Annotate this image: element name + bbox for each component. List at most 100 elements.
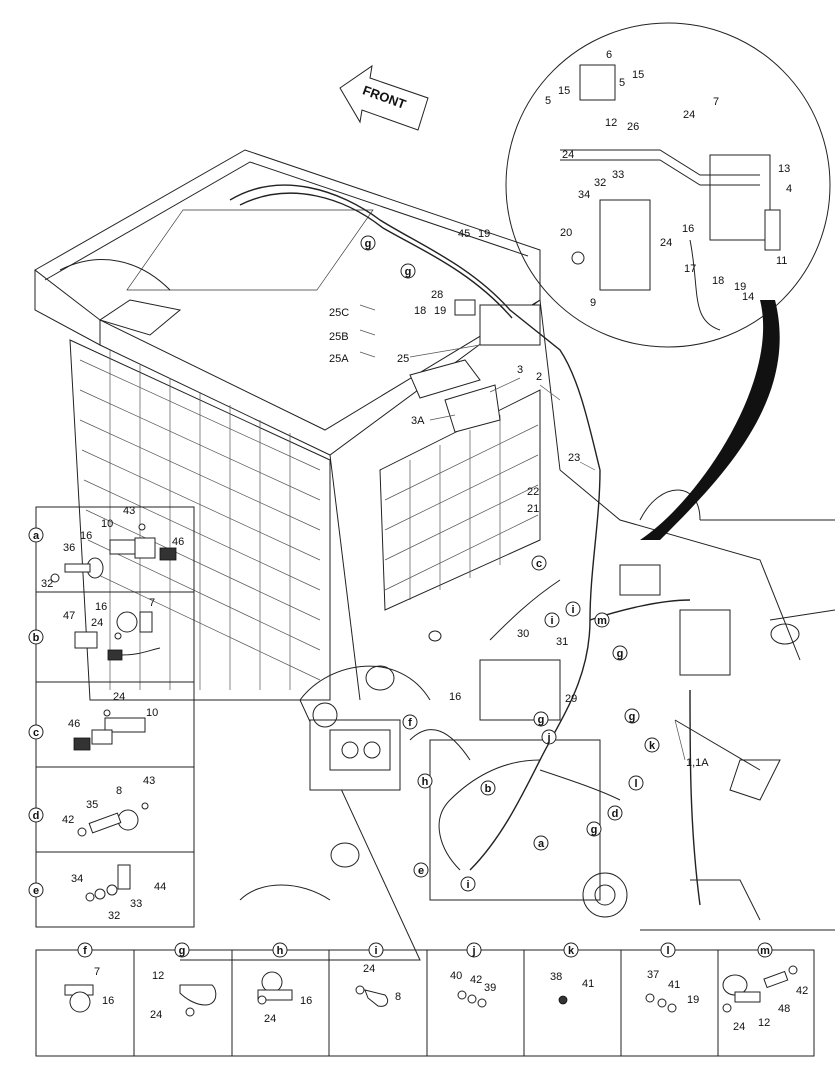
ref-i2: i <box>571 604 574 616</box>
callout-c2: 2 <box>536 371 542 383</box>
callout-c12a: 12 <box>605 117 617 129</box>
panel-g-label-0: 12 <box>152 970 164 982</box>
letter-reference-circles: g g c i i m g f g j g k h b l d a g e i <box>360 235 660 892</box>
panel-i-label-1: 8 <box>395 991 401 1003</box>
callout-c25A: 25A <box>329 353 349 365</box>
panel-h-letter: h <box>277 945 284 957</box>
panel-e-label-1: 44 <box>154 881 166 893</box>
callout-c19c: 19 <box>434 305 446 317</box>
panel-l-label-1: 41 <box>668 979 680 991</box>
panel-j-letter: j <box>471 945 475 957</box>
callout-c28: 28 <box>431 289 443 301</box>
panel-b-label-0: 16 <box>95 601 107 613</box>
panel-d-label-1: 43 <box>143 775 155 787</box>
ref-e: e <box>418 865 424 877</box>
callout-c21: 21 <box>527 503 539 515</box>
panel-f-label-0: 7 <box>94 966 100 978</box>
callout-labels: 6 5 15 5 15 12 26 24 7 24 33 32 34 13 4 … <box>329 49 792 769</box>
panel-e-label-2: 33 <box>130 898 142 910</box>
callout-c33: 33 <box>612 169 624 181</box>
panel-i-label-0: 24 <box>363 963 375 975</box>
ref-g5: g <box>538 714 545 726</box>
callout-c45: 45 <box>458 228 470 240</box>
panel-j-label-0: 40 <box>450 970 462 982</box>
front-arrow: FRONT <box>339 64 429 131</box>
panel-k-label-0: 38 <box>550 971 562 983</box>
panel-j-label-1: 42 <box>470 974 482 986</box>
panel-c-label-1: 46 <box>68 718 80 730</box>
detail-panel-e: e 34 44 33 32 <box>28 864 166 922</box>
ref-f: f <box>408 717 412 729</box>
panel-d-label-2: 35 <box>86 799 98 811</box>
detail-panel-g: g 12 24 <box>150 942 217 1021</box>
callout-c14: 14 <box>742 291 754 303</box>
panel-m-label-3: 48 <box>778 1003 790 1015</box>
panel-a-label-3: 36 <box>63 542 75 554</box>
callout-c24a: 24 <box>683 109 695 121</box>
panel-d-label-0: 8 <box>116 785 122 797</box>
ref-m: m <box>597 615 607 627</box>
detail-panel-b: b 16 7 47 24 <box>28 597 161 661</box>
panel-e-label-0: 34 <box>71 873 83 885</box>
callout-c1: 1,1A <box>686 757 709 769</box>
callout-c16a: 16 <box>682 223 694 235</box>
panel-j-label-2: 39 <box>484 982 496 994</box>
panel-h-label-0: 16 <box>300 995 312 1007</box>
callout-c13: 13 <box>778 163 790 175</box>
panel-d-label-3: 42 <box>62 814 74 826</box>
panel-a-label-5: 32 <box>41 578 53 590</box>
panel-f-label-1: 16 <box>102 995 114 1007</box>
callout-c15a: 15 <box>558 85 570 97</box>
ref-i1: i <box>550 615 553 627</box>
ref-d: d <box>612 808 619 820</box>
callout-c23: 23 <box>568 452 580 464</box>
detail-panel-i: i 24 8 <box>355 942 401 1007</box>
ref-g4: g <box>629 711 636 723</box>
ref-a: a <box>538 838 545 850</box>
panel-g-letter: g <box>179 945 186 957</box>
panel-c-label-2: 10 <box>146 707 158 719</box>
detail-panel-c: c 24 46 10 <box>28 691 158 751</box>
ref-k: k <box>649 740 656 752</box>
side-grille <box>69 339 331 701</box>
detail-panel-d: d 8 43 35 42 <box>28 775 155 837</box>
roof-grille <box>126 209 374 291</box>
detail-panel-f: f 7 16 <box>64 942 114 1013</box>
ref-j: j <box>546 732 550 744</box>
callout-c4: 4 <box>786 183 792 195</box>
callout-c15b: 15 <box>632 69 644 81</box>
callout-c6: 6 <box>606 49 612 61</box>
ref-i3: i <box>466 879 469 891</box>
callout-c20: 20 <box>560 227 572 239</box>
panel-i-letter: i <box>374 945 377 957</box>
callout-c29: 29 <box>565 693 577 705</box>
detail-panel-j: j 40 42 39 <box>450 942 496 1008</box>
panel-b-label-2: 47 <box>63 610 75 622</box>
ref-g3: g <box>617 648 624 660</box>
panel-l-letter: l <box>666 945 669 957</box>
panel-c-label-0: 24 <box>113 691 125 703</box>
detail-panel-m: m 42 24 12 48 <box>722 942 808 1033</box>
ref-l: l <box>634 778 637 790</box>
fuse-detail-circle <box>505 22 831 540</box>
callout-c18a: 18 <box>712 275 724 287</box>
panel-a-letter: a <box>33 530 40 542</box>
callout-c17: 17 <box>684 263 696 275</box>
panel-m-label-0: 42 <box>796 985 808 997</box>
panel-a-label-4: 46 <box>172 536 184 548</box>
panel-l-label-0: 37 <box>647 969 659 981</box>
panel-c-letter: c <box>33 727 39 739</box>
ref-b: b <box>485 783 492 795</box>
ref-g2: g <box>405 266 412 278</box>
panel-b-letter: b <box>33 632 40 644</box>
panel-m-label-2: 12 <box>758 1017 770 1029</box>
callout-c19a: 19 <box>734 281 746 293</box>
detail-panel-k: k 38 41 <box>550 942 594 1005</box>
callout-c18b: 18 <box>414 305 426 317</box>
callout-c25C: 25C <box>329 307 349 319</box>
panel-b-label-1: 7 <box>149 597 155 609</box>
panel-a-label-0: 43 <box>123 505 135 517</box>
ref-g6: g <box>591 824 598 836</box>
callout-c3A: 3A <box>411 415 425 427</box>
